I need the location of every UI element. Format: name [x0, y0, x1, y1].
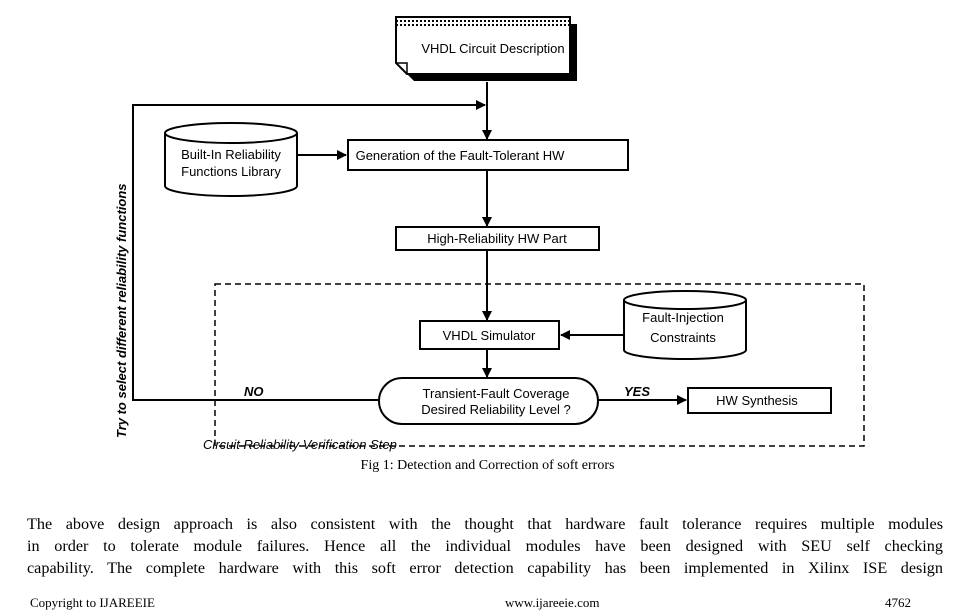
body-paragraph: The above design approach is also consis… [27, 513, 943, 579]
paragraph-line: The above design approach is also consis… [27, 515, 943, 533]
footer-page-number: 4762 [885, 595, 911, 610]
high-reliability-label: High-Reliability HW Part [427, 231, 567, 246]
high-reliability-node: High-Reliability HW Part [395, 226, 600, 251]
figure-caption: Fig 1: Detection and Correction of soft … [360, 458, 615, 473]
constraints-label-line1: Fault-Injection [642, 310, 724, 325]
flowchart-diagram: VHDL Circuit Description Built-In Reliab… [114, 16, 865, 452]
paragraph-line: capability. The complete hardware with t… [27, 559, 943, 577]
decision-node: Transient-Fault Coverage Desired Reliabi… [378, 377, 599, 425]
generation-label: Generation of the Fault-Tolerant HW [356, 148, 566, 163]
simulator-label: VHDL Simulator [443, 328, 536, 343]
verification-region [214, 283, 865, 447]
synthesis-node: HW Synthesis [687, 387, 832, 414]
library-label-line1: Built-In Reliability [181, 147, 281, 162]
generation-node: Generation of the Fault-Tolerant HW [347, 139, 629, 171]
library-label-line2: Functions Library [181, 164, 281, 179]
paragraph-line: in order to tolerate module failures. He… [27, 537, 943, 555]
decision-label-line1: Transient-Fault Coverage [423, 386, 570, 401]
synthesis-label: HW Synthesis [716, 393, 798, 408]
no-label: NO [244, 384, 264, 399]
vhdl-description-node: VHDL Circuit Description [395, 16, 577, 81]
constraints-cylinder: Fault-Injection Constraints [623, 290, 747, 360]
simulator-node: VHDL Simulator [419, 320, 560, 350]
verification-step-label: Circuit Reliability Verification Step [203, 437, 397, 452]
footer-website: www.ijareeie.com [505, 595, 600, 610]
library-cylinder: Built-In Reliability Functions Library [164, 122, 298, 197]
connectors [132, 82, 687, 405]
decision-label-line2: Desired Reliability Level ? [421, 402, 571, 417]
loop-label: Try to select different reliability func… [114, 183, 129, 438]
yes-label: YES [624, 384, 650, 399]
constraints-label-line2: Constraints [650, 330, 716, 345]
footer-copyright: Copyright to IJAREEIE [30, 595, 155, 610]
vhdl-description-label: VHDL Circuit Description [421, 41, 564, 56]
